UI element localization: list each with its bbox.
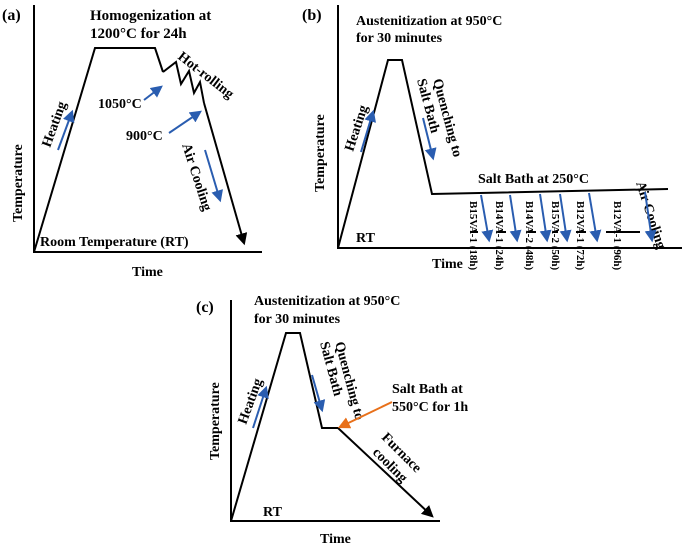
panel-c-heating-arrow: [252, 385, 269, 429]
panel-a-air-cooling-curve: [203, 102, 248, 246]
panel-b-heating-arrow: [360, 109, 376, 153]
sample-label-3: B14VA-2 (48h): [523, 201, 535, 271]
panel-b-air-cooling-label: Air Cooling: [632, 180, 668, 251]
panel-b-title-line1: Austenitization at 950°C: [356, 14, 502, 29]
panel-a-title-line2: 1200°C for 24h: [90, 26, 187, 42]
panel-a-1050-label: 1050°C: [98, 97, 142, 112]
panel-c-salt-arrow: [337, 401, 393, 429]
panel-a-xlabel: Time: [132, 265, 163, 280]
panel-a-label: (a): [2, 7, 21, 24]
panel-a-hot-rolling-zigzag: [162, 60, 205, 104]
panel-a-room-temp-label: Room Temperature (RT): [40, 235, 189, 250]
panel-b-label: (b): [302, 7, 322, 24]
panel-c-ylabel: Temperature: [208, 382, 223, 460]
panel-b-ylabel: Temperature: [313, 114, 328, 192]
sample-arrow: [480, 194, 494, 243]
panel-c-profile-curve: [230, 332, 434, 522]
panel-a-air-cooling-label: Air Cooling: [178, 142, 214, 213]
panel-a-heating-label: Heating: [40, 100, 70, 150]
panel-a: (a) Homogenization at 1200°C for 24h Tem…: [2, 5, 262, 280]
sample-label-4: B15VA-2 (50h): [549, 201, 561, 271]
sample-label-2: B14VA-1 (24h): [493, 201, 505, 271]
panel-b-title-line2: for 30 minutes: [356, 31, 443, 46]
panel-c-quench-arrow: [311, 374, 326, 413]
panel-a-ylabel: Temperature: [11, 144, 26, 222]
panel-c-title-line2: for 30 minutes: [254, 312, 341, 327]
panel-a-900-arrow: [168, 110, 202, 134]
sample-arrow: [559, 193, 572, 243]
panel-c-rt-label: RT: [263, 505, 283, 520]
panel-a-hot-rolling-label: Hot-rolling: [175, 49, 237, 102]
panel-c-label: (c): [196, 299, 214, 316]
panel-b: (b) Austenitization at 950°C for 30 minu…: [302, 5, 682, 272]
panel-b-quench-arrow: [422, 117, 437, 161]
panel-a-title-line1: Homogenization at: [90, 8, 211, 24]
panel-a-900-label: 900°C: [126, 129, 163, 144]
panel-c: (c) Austenitization at 950°C for 30 minu…: [196, 294, 468, 546]
panel-c-title-line1: Austenitization at 950°C: [254, 294, 400, 309]
panel-b-xlabel: Time: [432, 257, 463, 272]
panel-b-rt-label: RT: [356, 231, 376, 246]
panel-a-profile-curve: [33, 47, 164, 253]
sample-arrow: [644, 191, 657, 243]
sample-label-1: B15VA-1 (18h): [467, 201, 479, 271]
sample-arrow: [509, 194, 522, 243]
sample-arrow: [588, 192, 602, 243]
sample-label-5: B12VA-1 (72h): [574, 201, 586, 271]
panel-c-xlabel: Time: [320, 532, 351, 546]
panel-a-air-cooling-arrow: [204, 149, 223, 203]
panel-c-salt-line2: 550°C for 1h: [392, 400, 468, 415]
sample-arrow: [539, 193, 552, 243]
panel-b-salt-bath-label: Salt Bath at 250°C: [478, 172, 589, 187]
panel-a-heating-arrow: [57, 109, 75, 151]
sample-label-6: B12VA-1 (96h): [611, 201, 623, 271]
panel-a-1050-arrow: [143, 85, 163, 101]
panel-c-salt-line1: Salt Bath at: [392, 382, 463, 397]
